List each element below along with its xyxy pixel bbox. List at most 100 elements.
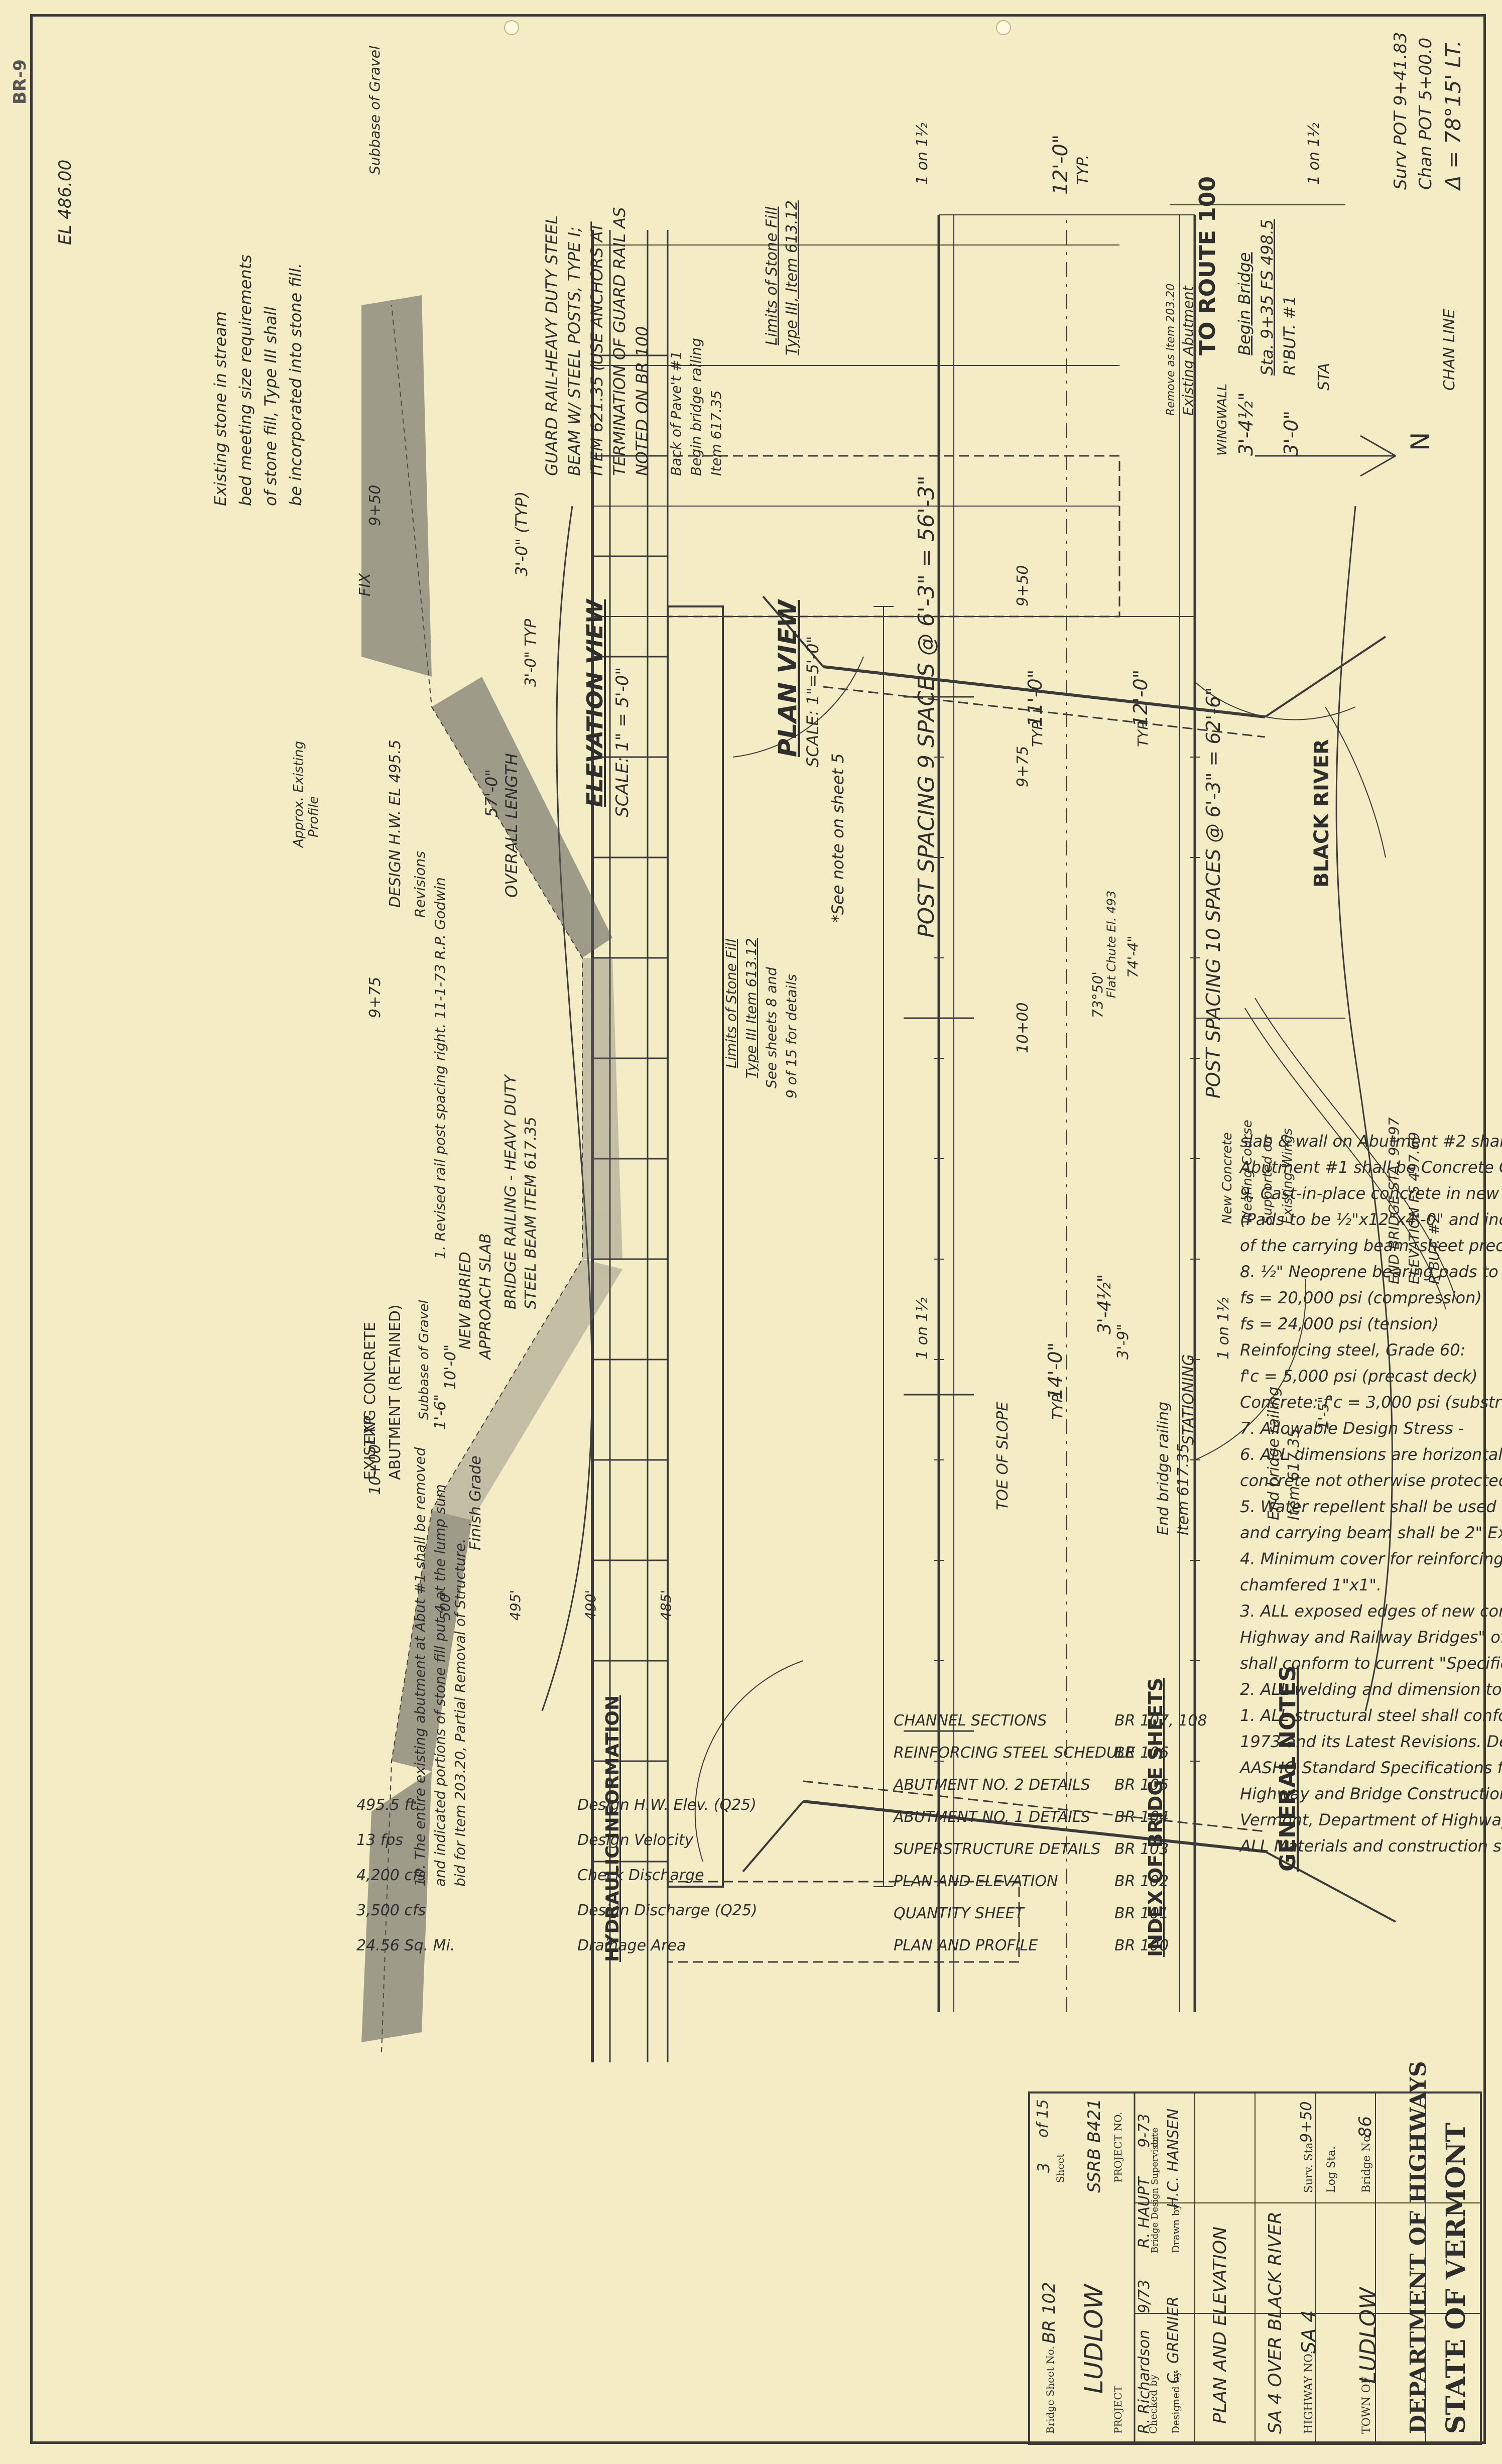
- general-note-line: 8. ½" Neoprene bearing pads to be furnis…: [1240, 1262, 1502, 1281]
- station-950: 9+50: [1014, 565, 1032, 606]
- typ-label: TYP.: [1135, 718, 1151, 747]
- plan-view-scale: SCALE: 1"=5'-0": [803, 636, 822, 767]
- dim-11-0: 11'-0": [1024, 669, 1046, 727]
- elevation-490: 490': [582, 1589, 599, 1621]
- project-name-value: LUDLOW: [1079, 2284, 1108, 2394]
- typ-label: TYP.: [1049, 1391, 1066, 1420]
- index-code: BR 101: [1114, 1905, 1169, 1922]
- existing-stone-note: bed meeting size requirements: [236, 255, 255, 506]
- typ-label: TYP.: [1074, 154, 1092, 185]
- log-sta-label: Log Sta.: [1325, 2146, 1338, 2193]
- typ-label: TYP.: [1029, 718, 1046, 747]
- note-10: 10. The entire existing abutment at Abut…: [412, 1447, 428, 1887]
- general-note-line: 1. ALL structural steel shall conform to…: [1240, 1706, 1502, 1725]
- station-975: 9+75: [1014, 746, 1032, 787]
- hydraulic-value: 4,200 cfs: [356, 1867, 426, 1884]
- index-code: BR 102: [1114, 1873, 1169, 1890]
- hydraulic-value: 495.5 ft: [356, 1796, 416, 1814]
- sheet-number: 3: [1034, 2162, 1053, 2173]
- sheet-title: PLAN AND ELEVATION: [1210, 2226, 1230, 2424]
- general-note-line: 7. Allowable Design Stress -: [1240, 1419, 1464, 1438]
- general-note-line: chamfered 1"x1".: [1240, 1575, 1382, 1594]
- begin-bridge-label: Begin Bridge: [1235, 252, 1254, 355]
- index-code: BR 107, 108: [1114, 1712, 1207, 1730]
- begin-bridge-label: Sta. 9+35 FS 498.5: [1258, 219, 1277, 376]
- bridge-railing-note: STEEL BEAM ITEM 617.35: [522, 1117, 540, 1309]
- hydraulic-label: Drainage Area: [577, 1937, 686, 1954]
- limits-stone-fill: Limits of Stone Fill: [763, 206, 781, 345]
- index-sheet-name: CHANNEL SECTIONS: [894, 1712, 1047, 1730]
- general-note-line: (Pads to be ½"x12"x4'-0" and included in…: [1240, 1210, 1502, 1229]
- existing-stone-note: be incorporated into stone fill.: [286, 263, 305, 506]
- index-code: BR 105: [1114, 1776, 1169, 1794]
- hydraulic-label: Design H.W. Elev. (Q25): [577, 1796, 757, 1814]
- state-title: STATE OF VERMONT: [1441, 2123, 1471, 2434]
- overall-length: OVERALL LENGTH: [502, 753, 521, 898]
- fix-label: FIX: [356, 573, 374, 596]
- see-note: *See note on sheet 5: [828, 753, 847, 923]
- sheet-total: of 15: [1034, 2099, 1052, 2138]
- new-buried-slab: NEW BURIED: [457, 1252, 474, 1349]
- sheet-no-value: BR 102: [1039, 2282, 1059, 2344]
- revisions-note: 1. Revised rail post spacing right. 11-1…: [432, 877, 448, 1259]
- approx-profile: Profile: [306, 796, 321, 837]
- punch-hole: [996, 20, 1011, 35]
- surv-sta-label: Surv. Sta.: [1303, 2139, 1315, 2193]
- general-note-line: fs = 24,000 psi (tension): [1240, 1314, 1439, 1333]
- chan-line-label: CHAN LINE: [1441, 309, 1458, 391]
- bridge-no-label: Bridge No.: [1360, 2132, 1373, 2193]
- wingwall-label: WINGWALL: [1215, 383, 1230, 456]
- general-note-line: 1973 and its Latest Revisions. Design is…: [1240, 1732, 1502, 1751]
- project-value: SSRB B421: [1084, 2099, 1104, 2193]
- note-10: and indicated portions of stone fill put…: [432, 1484, 448, 1887]
- dim-3-0-typ: 3'-0" (TYP): [512, 491, 531, 576]
- approach-dim: 74'-4": [1124, 935, 1141, 978]
- drawn-label: Drawn by: [1170, 2204, 1182, 2253]
- index-code: BR 103: [1114, 1840, 1169, 1858]
- general-note-line: 5. Water repellent shall be used on all …: [1240, 1497, 1502, 1516]
- sheet-label: Sheet: [1054, 2153, 1066, 2183]
- index-sheet-name: ABUTMENT NO. 2 DETAILS: [894, 1776, 1090, 1794]
- existing-stone-note: of stone fill, Type III shall: [261, 306, 280, 506]
- end-bridge-label: ELEVATION FS 497.69: [1406, 1132, 1422, 1284]
- general-note-line: 6. ALL dimensions are horizontal or vert…: [1240, 1445, 1502, 1464]
- black-river-label: BLACK RIVER: [1310, 739, 1333, 888]
- sheet-no-label: Bridge Sheet No.: [1044, 2346, 1056, 2434]
- project-name-label: PROJECT: [1112, 2385, 1124, 2434]
- approx-profile: Approx. Existing: [291, 741, 306, 847]
- note-10: bid for Item 203.20, Partial Removal of …: [452, 1538, 468, 1887]
- limits-stone-fill: Limits of Stone Fill: [723, 939, 739, 1068]
- chan-pot: Chan POT 5+00.0: [1416, 37, 1436, 190]
- stationing-label: STATIONING: [1180, 1354, 1197, 1445]
- dim-3-9: 3'-9": [1114, 1323, 1132, 1360]
- general-note-line: 9. Cast-in-place concrete in new slab sh…: [1240, 1184, 1502, 1203]
- limits-stone-fill: See sheets 8 and: [763, 967, 780, 1088]
- highway-value: SA 4: [1298, 2310, 1320, 2354]
- station-950: 9+50: [366, 484, 384, 526]
- elevation-485: 485': [658, 1589, 674, 1621]
- new-buried-slab: 10'-0": [442, 1344, 459, 1390]
- dim-3-0-typ: 3'-0" TYP: [522, 619, 540, 687]
- finish-grade: Finish Grade: [467, 1455, 484, 1550]
- back-pave-note: Begin bridge railing: [688, 338, 704, 476]
- dim-12-0: 12'-0": [1130, 669, 1152, 727]
- general-note-line: fs = 20,000 psi (compression): [1240, 1288, 1482, 1307]
- back-pave-note: Item 617.35: [708, 390, 724, 476]
- checked-value: R. Richardson: [1136, 2329, 1153, 2434]
- existing-abutment-note: Existing Abutment: [1180, 286, 1196, 416]
- subbase-label: Subbase of Gravel: [417, 1300, 432, 1420]
- general-note-line: 2. ALL welding and dimension tolerances …: [1240, 1680, 1502, 1699]
- designed-value: C. GRENIER: [1165, 2296, 1182, 2384]
- dim-14-0: 14'-0": [1044, 1342, 1066, 1400]
- index-sheet-name: ABUTMENT NO. 1 DETAILS: [894, 1808, 1090, 1826]
- guard-rail-note: NOTED ON BR 100: [633, 326, 652, 476]
- index-sheet-name: REINFORCING STEEL SCHEDULE: [894, 1744, 1136, 1762]
- general-note-line: shall conform to current "Specifications…: [1240, 1654, 1502, 1673]
- general-note-line: of the carrying beam, sheet precast sect…: [1240, 1236, 1502, 1255]
- elevation-495: 495': [507, 1589, 524, 1621]
- hydraulic-value: 3,500 cfs: [356, 1902, 426, 1919]
- post-spacing-9: POST SPACING 9 SPACES @ 6'-3" = 56'-3": [914, 475, 939, 938]
